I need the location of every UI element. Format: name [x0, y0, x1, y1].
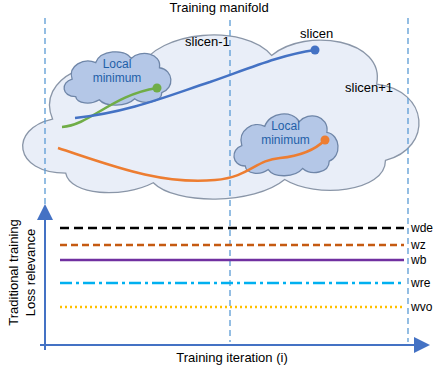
trajectory-dot: [311, 46, 320, 55]
weight-label: wvo: [411, 300, 432, 314]
heading: Training manifold: [0, 0, 438, 15]
weight-label: wde: [411, 221, 433, 235]
node-text: Local minimum: [82, 45, 152, 85]
slice-divider: [45, 18, 408, 342]
node-text: Local minimum: [251, 106, 321, 147]
trajectory-dot: [153, 84, 162, 93]
weight-line: [60, 259, 404, 262]
trajectory: [58, 140, 325, 181]
axis-title: Training iteration (i): [176, 350, 288, 365]
trajectory: [62, 88, 157, 127]
minimum-cloud: Local minimum: [228, 106, 343, 178]
axis-title: Loss relevance: [24, 228, 39, 315]
weight-line: [60, 306, 404, 309]
slice-label: slicen-1: [185, 34, 230, 49]
weight-line: [60, 227, 404, 230]
x-axis: [40, 344, 428, 346]
weight-line: [60, 282, 404, 285]
y-axis: [44, 206, 46, 350]
minimum-cloud: Local minimum: [58, 45, 176, 107]
weight-label: wb: [411, 253, 426, 267]
manifold-cloud: Training manifoldLocal minimumLocal mini…: [0, 0, 438, 205]
trajectory-dot: [321, 136, 330, 145]
trajectory: [75, 50, 315, 118]
weight-line: [60, 244, 404, 247]
axis-title: Traditional training: [6, 219, 21, 325]
weight-label: wre: [411, 276, 430, 290]
weight-label: wz: [411, 238, 426, 252]
slice-label: slicen+1: [345, 80, 393, 95]
slice-label: slicen: [300, 26, 333, 41]
